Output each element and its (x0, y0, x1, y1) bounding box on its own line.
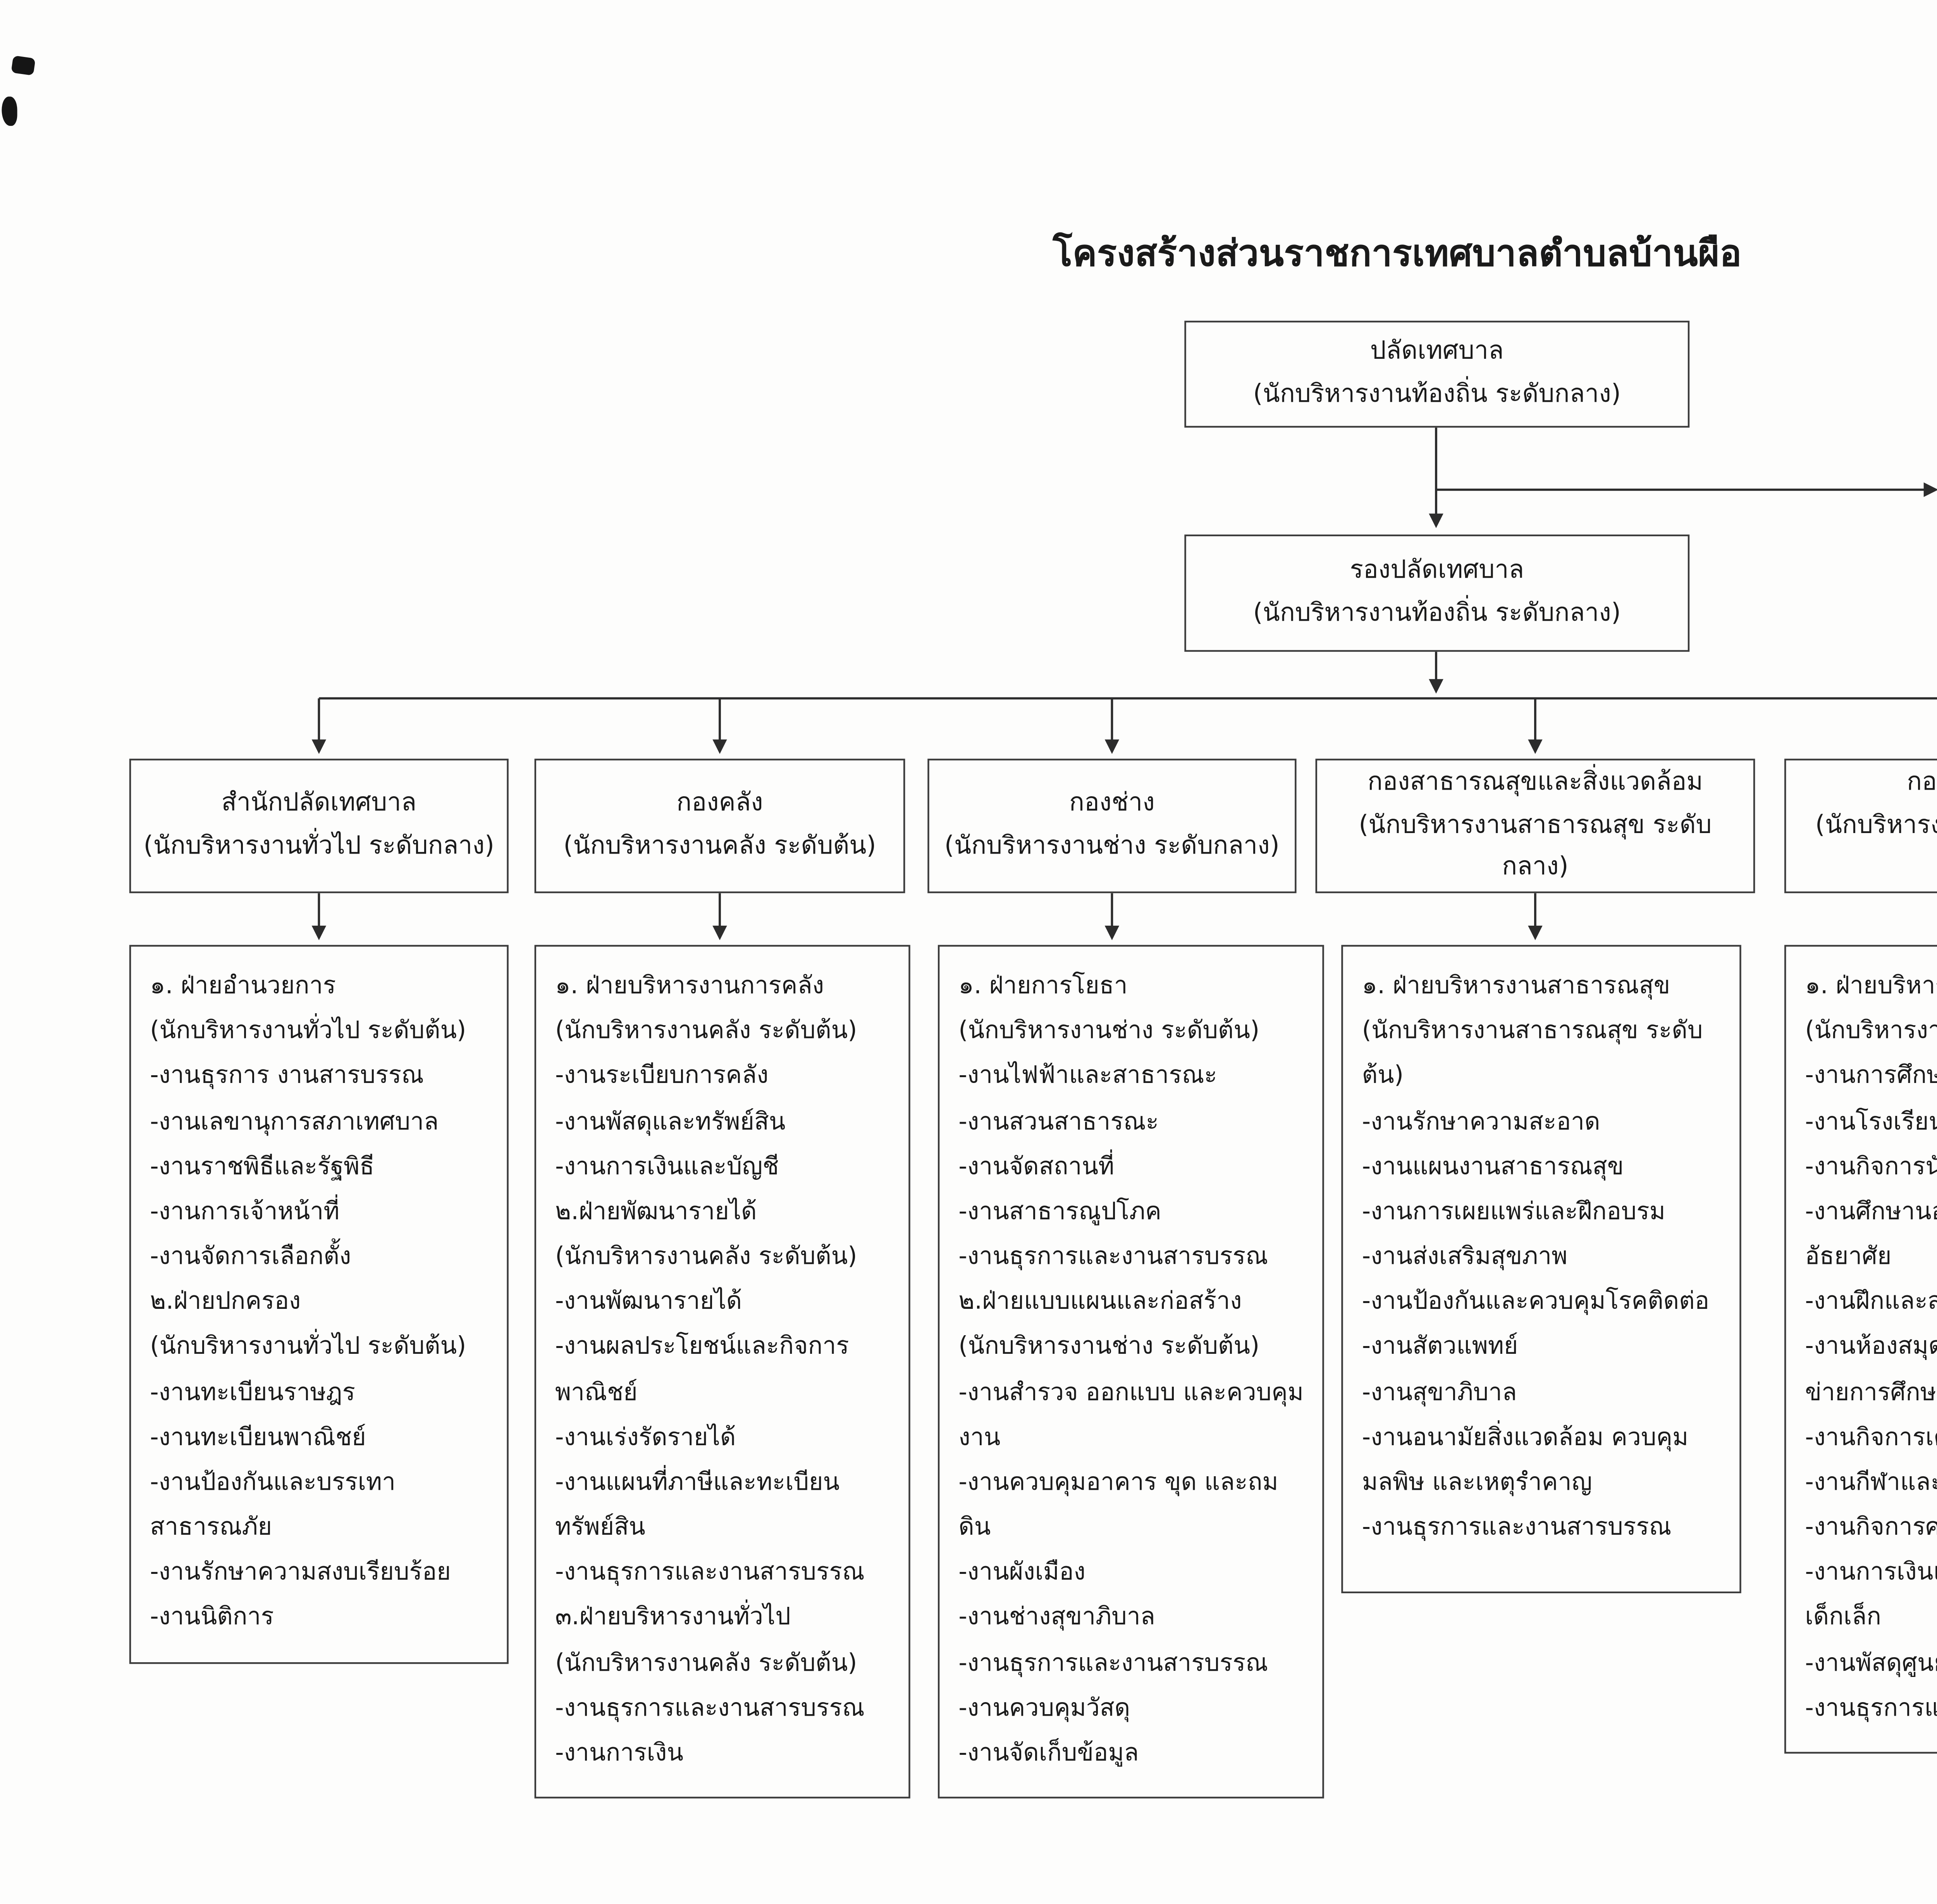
dept-title: กองการศึกษา (นักบริหารงานการศึกษา ระดับต… (1815, 768, 1937, 839)
dept-public-health-sections: ๑. ฝ่ายบริหารงานสาธารณสุข (นักบริหารงานส… (1341, 945, 1741, 1593)
dept-public-works-sections: ๑. ฝ่ายการโยธา (นักบริหารงานช่าง ระดับต้… (938, 945, 1324, 1799)
section-list: ๑. ฝ่ายบริหารการศึกษา (นักบริหารงานการศึ… (1805, 972, 1937, 1722)
section-list: ๑. ฝ่ายบริหารงานสาธารณสุข (นักบริหารงานส… (1362, 972, 1710, 1542)
deputy-clerk-label: รองปลัดเทศบาล (นักบริหารงานท้องถิ่น ระดั… (1253, 557, 1621, 628)
dept-title: กองคลัง (นักบริหารงานคลัง ระดับต้น) (563, 790, 876, 861)
dept-education-sections: ๑. ฝ่ายบริหารการศึกษา (นักบริหารงานการศึ… (1784, 945, 1937, 1754)
section-list: ๑. ฝ่ายการโยธา (นักบริหารงานช่าง ระดับต้… (958, 972, 1304, 1768)
dept-office-of-the-clerk: สำนักปลัดเทศบาล (นักบริหารงานทั่วไป ระดั… (129, 759, 509, 893)
dept-finance-division: กองคลัง (นักบริหารงานคลัง ระดับต้น) (534, 759, 905, 893)
dept-public-works-division: กองช่าง (นักบริหารงานช่าง ระดับกลาง) (927, 759, 1297, 893)
node-deputy-municipal-clerk: รองปลัดเทศบาล (นักบริหารงานท้องถิ่น ระดั… (1184, 534, 1690, 652)
dept-title: สำนักปลัดเทศบาล (นักบริหารงานทั่วไป ระดั… (143, 790, 495, 861)
section-list: ๑. ฝ่ายบริหารงานการคลัง (นักบริหารงานคลั… (555, 972, 865, 1768)
scan-artifact (11, 55, 36, 76)
municipal-clerk-label: ปลัดเทศบาล (นักบริหารงานท้องถิ่น ระดับกล… (1253, 338, 1621, 409)
scan-artifact (2, 96, 17, 126)
dept-finance-sections: ๑. ฝ่ายบริหารงานการคลัง (นักบริหารงานคลั… (534, 945, 910, 1799)
dept-office-of-the-clerk-sections: ๑. ฝ่ายอำนวยการ (นักบริหารงานทั่วไป ระดั… (129, 945, 509, 1663)
dept-public-health-environment-division: กองสาธารณสุขและสิ่งแวดล้อม (นักบริหารงาน… (1315, 759, 1755, 893)
dept-education-division: กองการศึกษา (นักบริหารงานการศึกษา ระดับต… (1784, 759, 1937, 893)
dept-title: กองสาธารณสุขและสิ่งแวดล้อม (นักบริหารงาน… (1359, 768, 1712, 882)
page-title: โครงสร้างส่วนราชการเทศบาลตำบลบ้านผือ (1053, 232, 1742, 274)
node-municipal-clerk: ปลัดเทศบาล (นักบริหารงานท้องถิ่น ระดับกล… (1184, 320, 1690, 428)
dept-title: กองช่าง (นักบริหารงานช่าง ระดับกลาง) (944, 790, 1280, 861)
section-list: ๑. ฝ่ายอำนวยการ (นักบริหารงานทั่วไป ระดั… (150, 972, 466, 1632)
